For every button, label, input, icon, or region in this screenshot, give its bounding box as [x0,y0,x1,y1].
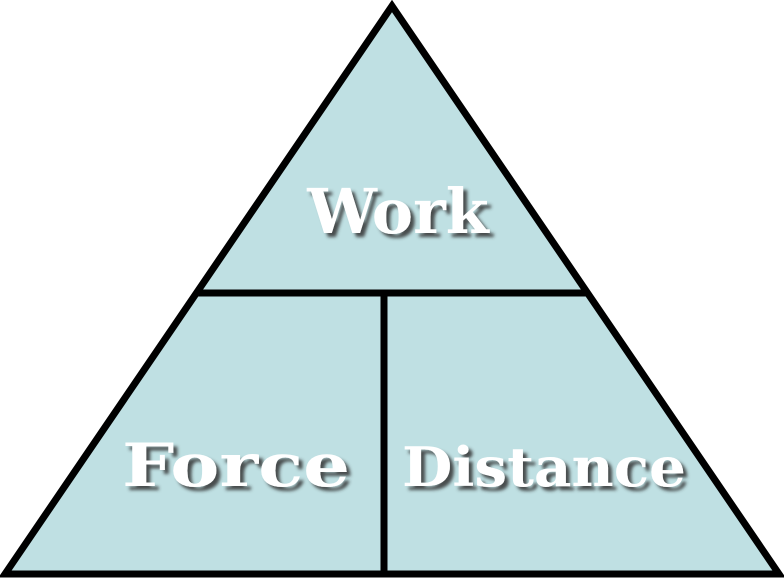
work-label: Work [306,175,491,248]
force-label: Force [122,431,350,501]
distance-label: Distance [402,435,686,499]
